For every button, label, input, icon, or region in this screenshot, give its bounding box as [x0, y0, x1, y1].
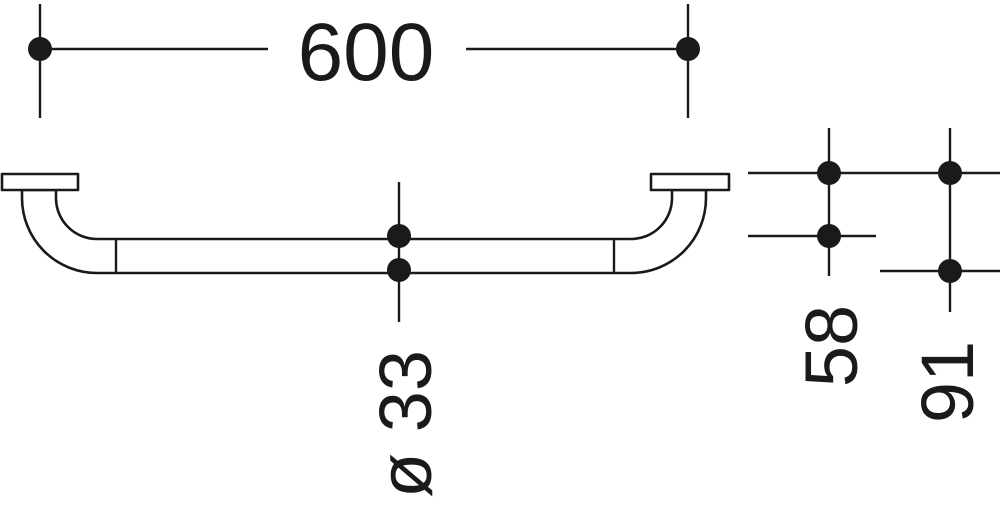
grab-bar-outline [0, 172, 731, 275]
depth-91-dot-top [938, 161, 962, 185]
length-dot-left [28, 37, 52, 61]
diameter-dimension: ø 33 [364, 182, 447, 498]
bar-body [20, 188, 708, 275]
depth-dimension-91: 91 [876, 128, 1000, 423]
length-dot-right [676, 37, 700, 61]
diameter-label: ø 33 [364, 350, 447, 498]
depth-58-dot-bottom [817, 224, 841, 248]
depth-91-label: 91 [906, 341, 989, 423]
diameter-dot-top [387, 224, 411, 248]
length-label: 600 [298, 7, 435, 98]
diameter-dot-bottom [387, 258, 411, 282]
depth-91-dot-bottom [938, 259, 962, 283]
length-dimension: 600 [28, 4, 700, 118]
depth-58-label: 58 [790, 305, 873, 387]
wall-flange-right [649, 172, 731, 192]
wall-flange-left [0, 172, 80, 192]
depth-58-dot-top [817, 161, 841, 185]
depth-dimension-58: 58 [748, 128, 876, 387]
